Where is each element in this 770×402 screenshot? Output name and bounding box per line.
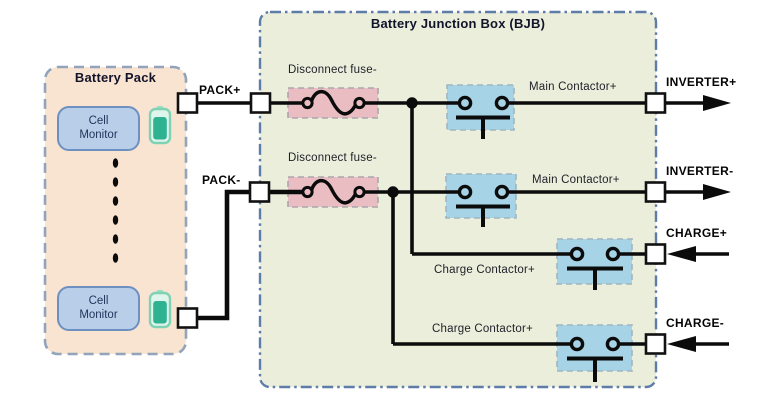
battery-level-icon-bottom — [148, 290, 172, 329]
battery-level-icon-top — [148, 106, 172, 145]
bjb-title: Battery Junction Box (BJB) — [370, 16, 546, 31]
connector-charge-plus — [644, 243, 667, 265]
port-label-charge-plus: CHARGE+ — [666, 226, 728, 240]
connectors — [176, 92, 667, 355]
cell-monitor-label-top: Cell Monitor — [79, 115, 118, 141]
main-contactor-box-top — [446, 84, 515, 131]
main-contactor-symbol-top — [456, 95, 510, 139]
cell-monitor-box-top — [57, 106, 140, 151]
cell-monitor-box-bottom — [57, 286, 140, 331]
connector-bjb-pack-minus-in — [248, 181, 271, 203]
connector-pack-plus-out — [176, 92, 199, 114]
port-label-pack-minus: PACK- — [202, 173, 241, 187]
connector-charge-minus — [644, 333, 667, 355]
label-disconnect-fuse-bottom: Disconnect fuse- — [288, 152, 377, 164]
battery-pack-title: Battery Pack — [74, 70, 157, 85]
junction-dot-plus — [406, 97, 418, 109]
vertical-ellipsis-dots — [112, 158, 119, 263]
junction-dot-minus — [387, 186, 399, 198]
label-charge-contactor-top: Charge Contactor+ — [434, 264, 535, 276]
arrow-inverter-minus — [703, 184, 731, 200]
cell-monitor-label-bottom: Cell Monitor — [79, 295, 118, 321]
arrow-charge-plus — [667, 246, 696, 262]
fuse-symbol-bottom — [301, 179, 366, 205]
port-label-charge-minus: CHARGE- — [666, 316, 725, 330]
port-label-inverter-minus: INVERTER- — [666, 164, 734, 178]
label-disconnect-fuse-top: Disconnect fuse- — [288, 64, 377, 76]
arrow-charge-minus — [667, 336, 696, 352]
main-contactor-symbol-bottom — [456, 184, 510, 227]
arrow-inverter-plus — [703, 95, 731, 111]
connector-inverter-minus — [644, 181, 667, 203]
charge-contactor-symbol-bottom — [567, 336, 623, 382]
label-main-contactor-bottom: Main Contactor+ — [532, 174, 620, 186]
connector-bjb-pack-plus-in — [249, 92, 272, 114]
port-label-inverter-plus: INVERTER+ — [666, 75, 737, 89]
fuse-symbol-top — [301, 90, 366, 116]
charge-contactor-symbol-top — [567, 246, 623, 290]
port-label-pack-plus: PACK+ — [199, 83, 241, 97]
label-main-contactor-top: Main Contactor+ — [529, 81, 617, 93]
connector-inverter-plus — [644, 92, 667, 114]
connector-pack-minus-out — [176, 307, 199, 329]
label-charge-contactor-bottom: Charge Contactor+ — [432, 323, 533, 335]
